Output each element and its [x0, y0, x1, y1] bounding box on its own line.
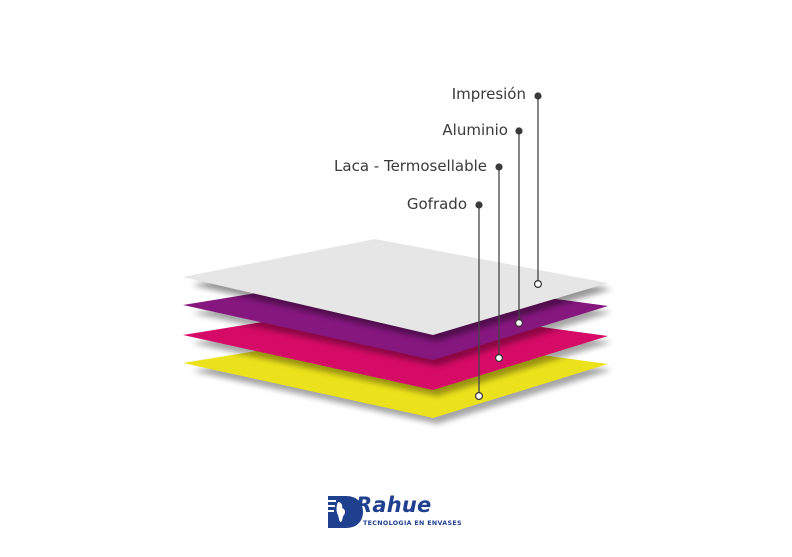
dot-impresion-bottom [533, 280, 542, 289]
dot-aluminio-top [515, 127, 523, 135]
logo-tagline: TECNOLOGIA EN ENVASES [363, 520, 462, 527]
layer-impresion [183, 239, 608, 335]
rahue-logo: Rahue TECNOLOGIA EN ENVASES [326, 492, 468, 532]
dot-laca-top [495, 163, 503, 171]
dot-impresion-top [534, 92, 542, 100]
rahue-logo-mark-icon [328, 496, 363, 528]
dot-gofrado-bottom [475, 392, 484, 401]
label-laca-termosellable: Laca - Termosellable [334, 157, 487, 175]
dot-gofrado-top [475, 201, 483, 209]
dot-aluminio-bottom [514, 319, 523, 328]
dot-laca-bottom [495, 354, 504, 363]
label-gofrado: Gofrado [406, 195, 467, 213]
logo-wordmark: Rahue [356, 493, 432, 517]
label-impresion: Impresión [451, 85, 526, 103]
label-aluminio: Aluminio [442, 121, 508, 139]
